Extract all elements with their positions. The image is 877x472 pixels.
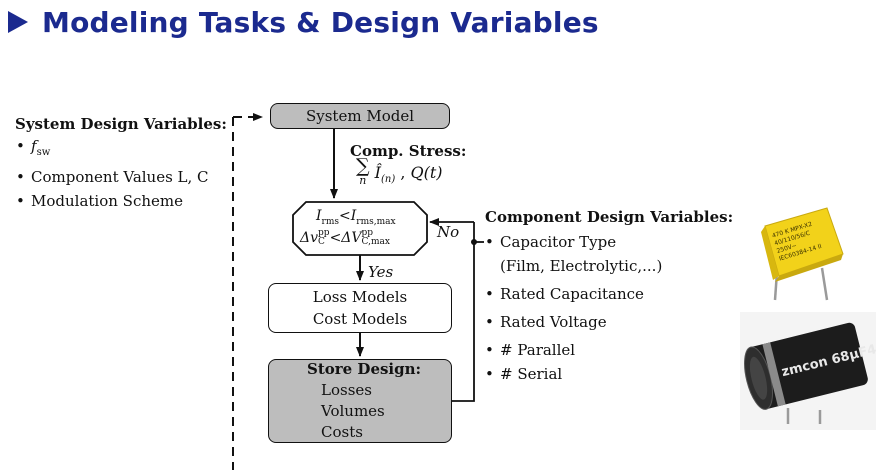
current-symbol: Î [374, 163, 381, 182]
sum-index: n [359, 174, 367, 187]
list-item: Rated Voltage [484, 310, 662, 334]
system-model-label: System Model [305, 107, 414, 125]
list-item: Component Values L, C [15, 165, 209, 189]
formula-separator: , [395, 163, 411, 182]
list-item: Modulation Scheme [15, 189, 209, 213]
component-design-heading: Component Design Variables: [485, 208, 734, 226]
store-design-heading: Store Design: [307, 360, 422, 378]
junction-dot [471, 239, 477, 245]
list-item: # Serial [484, 362, 662, 386]
list-item: # Parallel [484, 338, 662, 362]
no-loop-line [452, 242, 475, 402]
check-octagon [292, 201, 428, 256]
loss-models-label: Loss Models [312, 288, 408, 306]
charge-symbol: Q(t) [410, 163, 443, 182]
electrolytic-capacitor-image: zmcon 68µF450V [740, 312, 876, 430]
component-design-list: Capacitor Type(Film, Electrolytic,...) R… [484, 230, 662, 390]
yes-label: Yes [368, 263, 394, 281]
system-design-list: fsw Component Values L, C Modulation Sch… [15, 134, 209, 213]
page-title: Modeling Tasks & Design Variables [8, 2, 599, 42]
models-box: Loss Models Cost Models [268, 283, 452, 333]
store-item-losses: Losses [321, 381, 372, 399]
condition-rms: Irms<Irms,max [316, 208, 396, 227]
list-item: fsw [15, 134, 209, 165]
store-design-box: Store Design: Losses Volumes Costs [268, 359, 452, 443]
page-title-text: Modeling Tasks & Design Variables [42, 5, 599, 39]
comp-stress-label: Comp. Stress: [350, 142, 467, 160]
list-item: Rated Capacitance [484, 282, 662, 306]
no-label: No [437, 223, 460, 241]
system-design-heading: System Design Variables: [15, 115, 227, 133]
current-sub: (n) [381, 174, 396, 185]
film-capacitor-image: 470 K MPX-X2 40/110/56/C 250V~ IEC60384-… [761, 207, 844, 301]
store-item-costs: Costs [321, 423, 363, 441]
triangle-bullet-icon [8, 11, 28, 33]
system-model-box: System Model [270, 103, 450, 129]
list-item: Capacitor Type(Film, Electrolytic,...) [484, 230, 662, 278]
store-item-volumes: Volumes [321, 402, 385, 420]
stress-formula: ∑ n Î(n) , Q(t) [356, 157, 443, 187]
cost-models-label: Cost Models [312, 310, 408, 328]
sum-symbol: ∑ [356, 155, 370, 177]
